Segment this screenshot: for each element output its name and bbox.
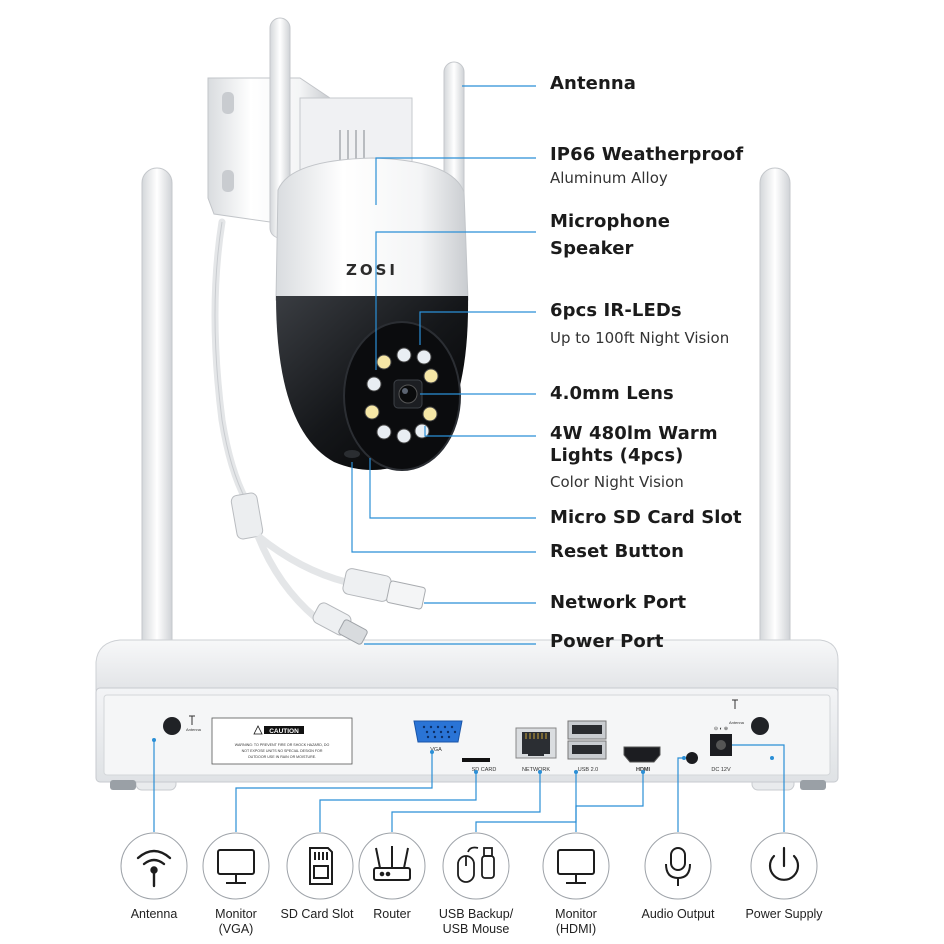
port-label-antenna: Antenna: [130, 907, 178, 921]
wifi-antenna-icon: [136, 849, 172, 888]
sd-card-icon: [309, 847, 333, 885]
port-label-sd-card: SD Card Slot: [280, 907, 354, 921]
port-label-router: Router: [373, 907, 411, 921]
callout-warm-lights-sub: Color Night Vision: [550, 473, 684, 491]
caution-sticker: CAUTION WARNING: TO PREVENT FIRE OR SHOC…: [211, 717, 353, 765]
port-label-monitor-vga: Monitor(VGA): [215, 907, 257, 936]
monitor-icon: [217, 849, 255, 884]
network-label: NETWORK: [522, 767, 550, 773]
sd-card-label: SD CARD: [472, 767, 497, 773]
callout-lines: [351, 85, 536, 645]
callout-reset: Reset Button: [550, 541, 684, 562]
nvr-antenna-right-label: Antenna: [729, 720, 745, 725]
ptz-camera: ZOSI: [207, 17, 469, 471]
callout-power-port: Power Port: [550, 631, 664, 652]
led-array: [364, 347, 439, 444]
port-label-monitor-hdmi: Monitor(HDMI): [555, 907, 597, 936]
nvr-recorder: Antenna Antenna CAUTION WARNING: TO PREV…: [95, 639, 839, 790]
microphone-icon: [665, 847, 691, 886]
caution-text-3: OUTDOOR USE IN RAIN OR MOISTURE.: [248, 755, 316, 759]
caution-text-2: NOT EXPOSE UNITS NO SPECIAL DESIGN FOR: [242, 749, 323, 753]
callout-antenna: Antenna: [550, 73, 637, 94]
callout-weatherproof-sub: Aluminum Alloy: [550, 169, 668, 187]
vga-label: VGA: [430, 747, 442, 753]
callout-speaker: Speaker: [550, 238, 634, 259]
dc-label: DC 12V: [711, 767, 731, 773]
port-icons-row: [120, 832, 818, 900]
callout-microphone: Microphone: [550, 211, 671, 232]
callout-warm-lights-2: Lights (4pcs): [550, 445, 684, 466]
port-label-power: Power Supply: [745, 907, 823, 921]
nvr-antenna-left-label: Antenna: [186, 727, 202, 732]
hdmi-port: HDMI: [623, 746, 661, 773]
hdmi-label: HDMI: [636, 767, 651, 773]
caution-text-1: WARNING: TO PREVENT FIRE OR SHOCK HAZARD…: [235, 743, 330, 747]
callout-sd-slot: Micro SD Card Slot: [550, 507, 742, 528]
callout-warm-lights-1: 4W 480lm Warm: [550, 423, 718, 444]
callout-lens: 4.0mm Lens: [550, 383, 674, 404]
camera-lens: [393, 379, 423, 409]
camera-cables: [211, 218, 426, 645]
callout-network-port: Network Port: [550, 592, 687, 613]
callout-weatherproof: IP66 Weatherproof: [550, 144, 744, 165]
port-label-usb: USB Backup/USB Mouse: [438, 907, 514, 936]
router-icon: [373, 846, 411, 881]
vga-port: VGA: [413, 720, 463, 753]
monitor-icon: [557, 849, 595, 884]
port-lines: [153, 740, 785, 832]
dc-port: ⊝ ◐ ⊕ DC 12V: [710, 726, 732, 773]
usb-ports: USB 2.0: [567, 720, 607, 773]
network-port: NETWORK: [515, 727, 557, 773]
power-icon: [768, 846, 800, 881]
callout-ir-leds-sub: Up to 100ft Night Vision: [550, 329, 730, 347]
port-label-audio: Audio Output: [641, 907, 715, 921]
camera-brand-logo: ZOSI: [346, 261, 398, 279]
svg-text:⊝ ◐ ⊕: ⊝ ◐ ⊕: [714, 726, 728, 732]
audio-jack: [686, 752, 698, 764]
callout-ir-leds: 6pcs IR-LEDs: [550, 300, 682, 321]
usb-mouse-icon: [457, 846, 495, 883]
sd-card-port: SD CARD: [462, 758, 496, 773]
usb-label: USB 2.0: [578, 767, 598, 773]
caution-title: CAUTION: [269, 728, 299, 735]
